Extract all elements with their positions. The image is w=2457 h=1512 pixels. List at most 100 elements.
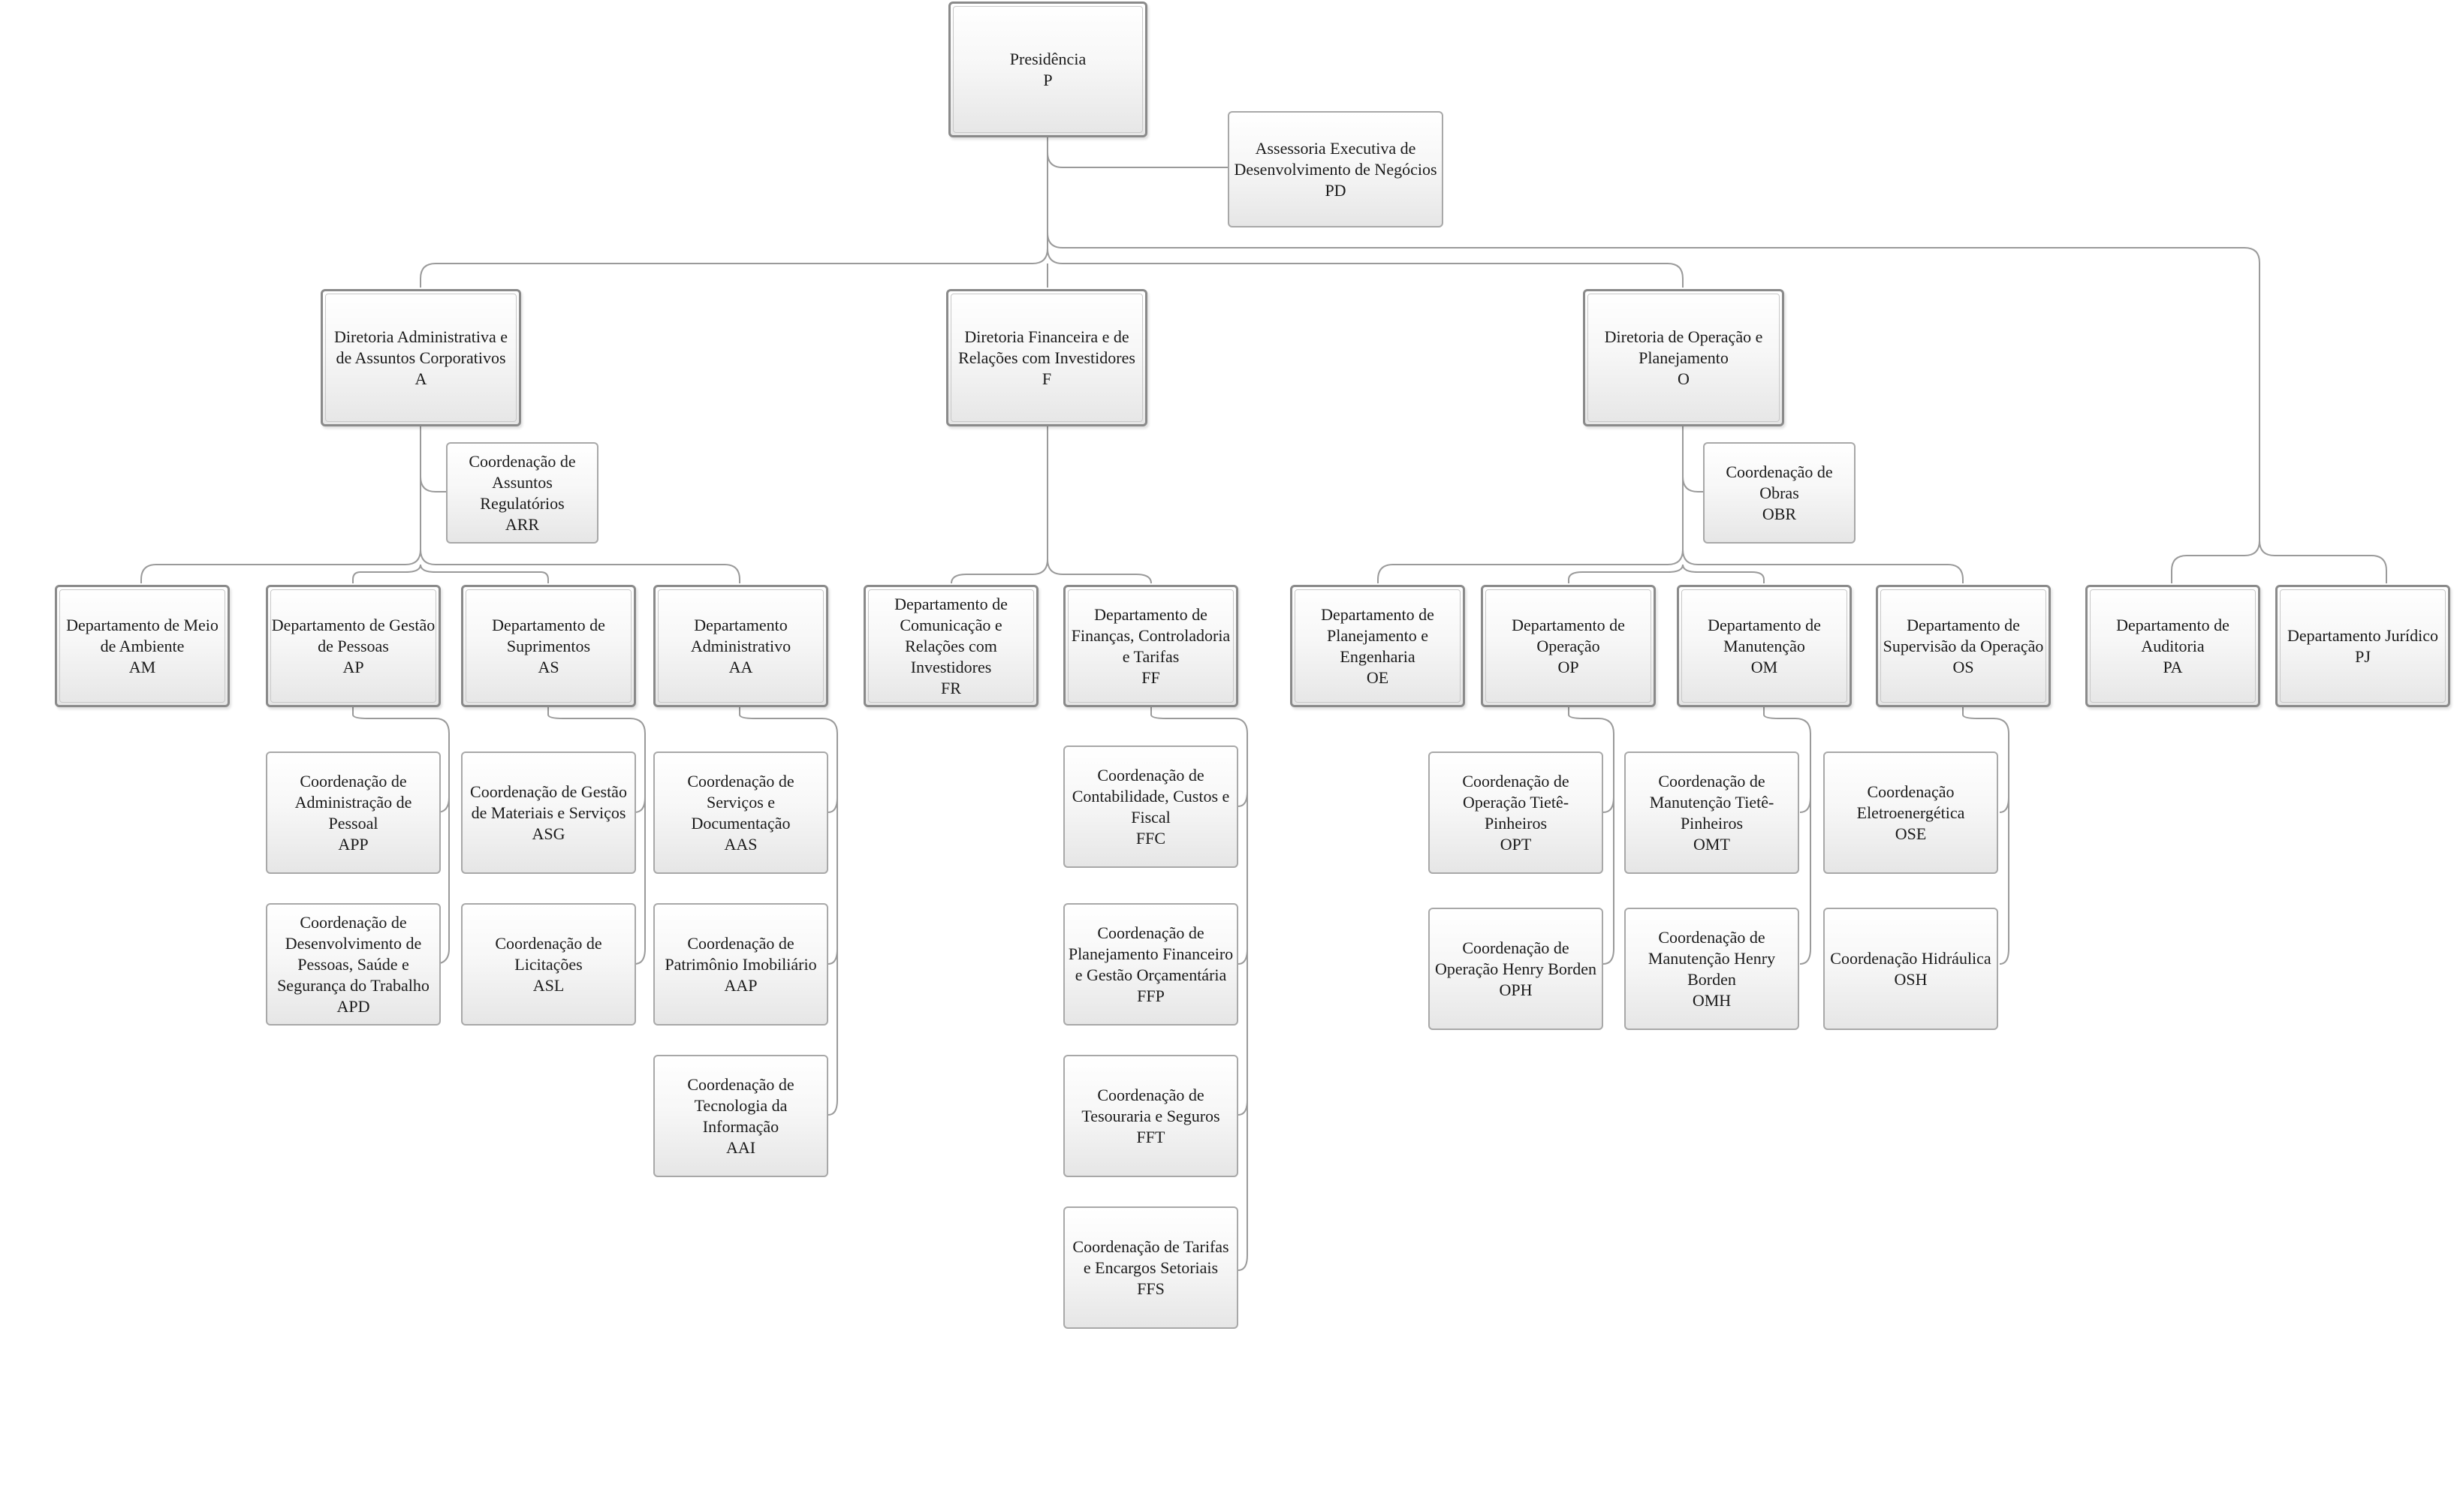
unit-code: FFP (1137, 986, 1165, 1005)
unit-box-oph: Coordenação de Operação Henry Borden OPH (1428, 908, 1603, 1030)
unit-code: OSH (1894, 969, 1928, 989)
unit-box-aai: Coordenação de Tecnologia da Informação … (653, 1055, 828, 1177)
unit-title: Diretoria Administrativa e de Assuntos C… (334, 327, 508, 367)
unit-box-ff: Departamento de Finanças, Controladoria … (1063, 585, 1238, 707)
unit-code: OBR (1762, 504, 1797, 523)
unit-code: P (1043, 70, 1053, 89)
unit-code: PA (2163, 657, 2183, 676)
unit-title: Coordenação de Assuntos Regulatórios (469, 451, 576, 513)
unit-box-om: Departamento de Manutenção OM (1677, 585, 1852, 707)
unit-title: Coordenação Hidráulica (1830, 948, 1991, 968)
unit-title: Coordenação Eletroenergética (1856, 782, 1965, 822)
unit-title: Coordenação de Desenvolvimento de Pessoa… (277, 912, 430, 995)
unit-box-osh: Coordenação Hidráulica OSH (1823, 908, 1998, 1030)
unit-box-as: Departamento de Suprimentos AS (461, 585, 636, 707)
unit-box-aap: Coordenação de Patrimônio Imobiliário AA… (653, 903, 828, 1026)
unit-box-ffc: Coordenação de Contabilidade, Custos e F… (1063, 745, 1238, 868)
unit-code: A (415, 369, 427, 388)
unit-title: Departamento de Supervisão da Operação (1883, 615, 2044, 655)
unit-title: Departamento de Gestão de Pessoas (271, 615, 436, 655)
unit-box-pj: Departamento Jurídico PJ (2275, 585, 2450, 707)
unit-code: OS (1952, 657, 1974, 676)
unit-code: AAI (725, 1137, 756, 1157)
unit-code: FFC (1135, 828, 1166, 848)
unit-box-obr: Coordenação de Obras OBR (1703, 442, 1856, 544)
unit-title: Coordenação de Patrimônio Imobiliário (665, 933, 817, 974)
unit-box-pd: Assessoria Executiva de Desenvolvimento … (1228, 111, 1443, 227)
unit-box-am: Departamento de Meio de Ambiente AM (55, 585, 230, 707)
unit-code: FF (1141, 667, 1160, 687)
unit-title: Coordenação de Licitações (495, 933, 602, 974)
unit-title: Coordenação de Tecnologia da Informação (687, 1074, 794, 1136)
unit-title: Coordenação de Administração de Pessoal (294, 771, 412, 833)
unit-code: FFS (1137, 1279, 1165, 1298)
unit-code: OSE (1895, 824, 1927, 843)
unit-title: Departamento de Operação (1512, 615, 1625, 655)
unit-title: Coordenação de Tarifas e Encargos Setori… (1072, 1236, 1229, 1277)
unit-code: APP (338, 834, 369, 854)
unit-box-apd: Coordenação de Desenvolvimento de Pessoa… (266, 903, 441, 1026)
unit-box-op: Departamento de Operação OP (1481, 585, 1656, 707)
unit-code: AAP (724, 975, 758, 995)
unit-box-oe: Departamento de Planejamento e Engenhari… (1290, 585, 1465, 707)
unit-code: OMH (1692, 990, 1732, 1010)
unit-code: OM (1750, 657, 1778, 676)
unit-code: PJ (2355, 646, 2371, 666)
unit-code: OE (1366, 667, 1389, 687)
unit-title: Departamento de Meio de Ambiente (66, 615, 219, 655)
unit-code: AAS (724, 834, 758, 854)
unit-code: AA (728, 657, 753, 676)
unit-title: Coordenação de Planejamento Financeiro e… (1068, 923, 1234, 984)
unit-box-os: Departamento de Supervisão da Operação O… (1876, 585, 2051, 707)
unit-box-fr: Departamento de Comunicação e Relações c… (864, 585, 1039, 707)
unit-box-omh: Coordenação de Manutenção Henry Borden O… (1624, 908, 1799, 1030)
unit-box-o: Diretoria de Operação e Planejamento O (1583, 289, 1784, 426)
unit-title: Coordenação de Gestão de Materiais e Ser… (470, 782, 627, 822)
unit-title: Departamento de Manutenção (1708, 615, 1821, 655)
unit-title: Coordenação de Obras (1726, 462, 1833, 502)
unit-box-aas: Coordenação de Serviços e Documentação A… (653, 751, 828, 874)
unit-title: Departamento de Auditoria (2116, 615, 2229, 655)
unit-box-asg: Coordenação de Gestão de Materiais e Ser… (461, 751, 636, 874)
unit-title: Presidência (1009, 49, 1087, 68)
unit-title: Coordenação de Tesouraria e Seguros (1081, 1085, 1220, 1125)
unit-code: O (1678, 369, 1690, 388)
unit-code: APD (336, 996, 370, 1016)
unit-code: FR (941, 678, 961, 697)
unit-title: Coordenação de Operação Tietê-Pinheiros (1462, 771, 1569, 833)
unit-box-ap: Departamento de Gestão de Pessoas AP (266, 585, 441, 707)
unit-title: Diretoria de Operação e Planejamento (1604, 327, 1763, 367)
unit-box-asl: Coordenação de Licitações ASL (461, 903, 636, 1026)
unit-code: AP (342, 657, 364, 676)
unit-code: OMT (1693, 834, 1730, 854)
unit-title: Departamento de Comunicação e Relações c… (894, 594, 1008, 676)
unit-code: FFT (1136, 1127, 1165, 1146)
unit-title: Departamento de Suprimentos (492, 615, 605, 655)
unit-code: ASL (532, 975, 565, 995)
unit-code: F (1042, 369, 1052, 388)
unit-box-pa: Departamento de Auditoria PA (2085, 585, 2260, 707)
unit-code: ARR (505, 514, 540, 534)
unit-code: ASG (532, 824, 565, 843)
unit-title: Coordenação de Operação Henry Borden (1434, 938, 1596, 978)
unit-box-ffs: Coordenação de Tarifas e Encargos Setori… (1063, 1206, 1238, 1329)
unit-box-fft: Coordenação de Tesouraria e Seguros FFT (1063, 1055, 1238, 1177)
unit-title: Departamento Jurídico (2287, 625, 2438, 645)
unit-box-omt: Coordenação de Manutenção Tietê-Pinheiro… (1624, 751, 1799, 874)
unit-title: Coordenação de Contabilidade, Custos e F… (1072, 765, 1230, 827)
unit-title: Assessoria Executiva de Desenvolvimento … (1234, 138, 1437, 179)
unit-box-arr: Coordenação de Assuntos Regulatórios ARR (446, 442, 598, 544)
unit-box-f: Diretoria Financeira e de Relações com I… (946, 289, 1147, 426)
unit-box-app: Coordenação de Administração de Pessoal … (266, 751, 441, 874)
unit-title: Diretoria Financeira e de Relações com I… (958, 327, 1135, 367)
unit-code: OPH (1499, 980, 1533, 999)
unit-title: Coordenação de Serviços e Documentação (687, 771, 794, 833)
unit-title: Departamento de Planejamento e Engenhari… (1321, 604, 1434, 666)
unit-title: Departamento de Finanças, Controladoria … (1071, 604, 1231, 666)
unit-code: AS (538, 657, 559, 676)
unit-code: OPT (1500, 834, 1532, 854)
unit-box-ose: Coordenação Eletroenergética OSE (1823, 751, 1998, 874)
unit-title: Coordenação de Manutenção Henry Borden (1648, 927, 1776, 989)
